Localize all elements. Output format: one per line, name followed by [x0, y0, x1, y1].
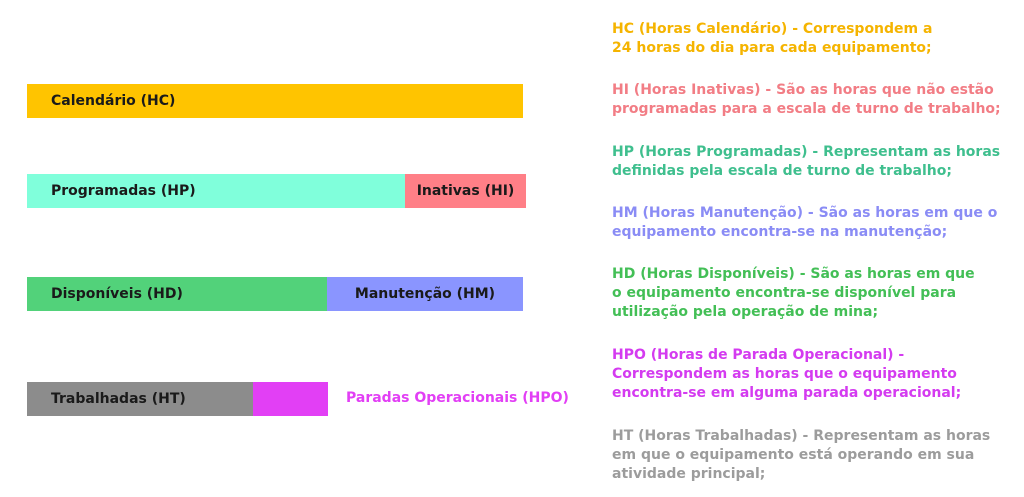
- desc-hpo-line-2: Correspondem as horas que o equipamento: [612, 366, 957, 382]
- desc-hc: HC (Horas Calendário) - Correspondem a 2…: [612, 20, 1012, 58]
- bar-manutencao-hm: Manutenção (HM): [327, 277, 523, 311]
- desc-ht-line-3: atividade principal;: [612, 466, 766, 482]
- desc-hp: HP (Horas Programadas) - Representam as …: [612, 143, 1012, 181]
- desc-hd-line-2: o equipamento encontra-se disponível par…: [612, 285, 957, 301]
- bar-inativas-label: Inativas (HI): [416, 183, 515, 199]
- desc-hi: HI (Horas Inativas) - São as horas que n…: [612, 81, 1012, 119]
- bar-disponiveis-hd: Disponíveis (HD): [27, 277, 327, 311]
- bar-programadas-hp: Programadas (HP): [27, 174, 405, 208]
- desc-hd-line-1: HD (Horas Disponíveis) - São as horas em…: [612, 266, 975, 282]
- desc-ht-line-2: em que o equipamento está operando em su…: [612, 447, 975, 463]
- desc-hi-line-2: programadas para a escala de turno de tr…: [612, 101, 1001, 117]
- desc-ht: HT (Horas Trabalhadas) - Representam as …: [612, 427, 1012, 484]
- desc-hm-line-2: equipamento encontra-se na manutenção;: [612, 224, 948, 240]
- bar-calendario-label: Calendário (HC): [51, 93, 176, 109]
- bar-programadas-label: Programadas (HP): [51, 183, 196, 199]
- desc-hc-line-2: 24 horas do dia para cada equipamento;: [612, 40, 932, 56]
- desc-ht-line-1: HT (Horas Trabalhadas) - Representam as …: [612, 428, 991, 444]
- bar-trabalhadas-ht: Trabalhadas (HT): [27, 382, 253, 416]
- bar-paradas-hpo: [253, 382, 328, 416]
- bar-trabalhadas-label: Trabalhadas (HT): [51, 391, 186, 407]
- desc-hd-line-3: utilização pela operação de mina;: [612, 304, 879, 320]
- paradas-operacionais-label: Paradas Operacionais (HPO): [346, 390, 569, 406]
- bar-inativas-hi: Inativas (HI): [405, 174, 526, 208]
- desc-hp-line-2: definidas pela escala de turno de trabal…: [612, 163, 952, 179]
- desc-hd: HD (Horas Disponíveis) - São as horas em…: [612, 265, 1012, 322]
- desc-hm: HM (Horas Manutenção) - São as horas em …: [612, 204, 1012, 242]
- desc-hpo-line-3: encontra-se em alguma parada operacional…: [612, 385, 962, 401]
- desc-hm-line-1: HM (Horas Manutenção) - São as horas em …: [612, 205, 998, 221]
- desc-hpo: HPO (Horas de Parada Operacional) - Corr…: [612, 346, 1012, 403]
- desc-hp-line-1: HP (Horas Programadas) - Representam as …: [612, 144, 1001, 160]
- bar-disponiveis-label: Disponíveis (HD): [51, 286, 183, 302]
- bar-manutencao-label: Manutenção (HM): [354, 286, 496, 302]
- bar-calendario-hc: Calendário (HC): [27, 84, 523, 118]
- desc-hc-line-1: HC (Horas Calendário) - Correspondem a: [612, 21, 933, 37]
- desc-hpo-line-1: HPO (Horas de Parada Operacional) -: [612, 347, 905, 363]
- desc-hi-line-1: HI (Horas Inativas) - São as horas que n…: [612, 82, 994, 98]
